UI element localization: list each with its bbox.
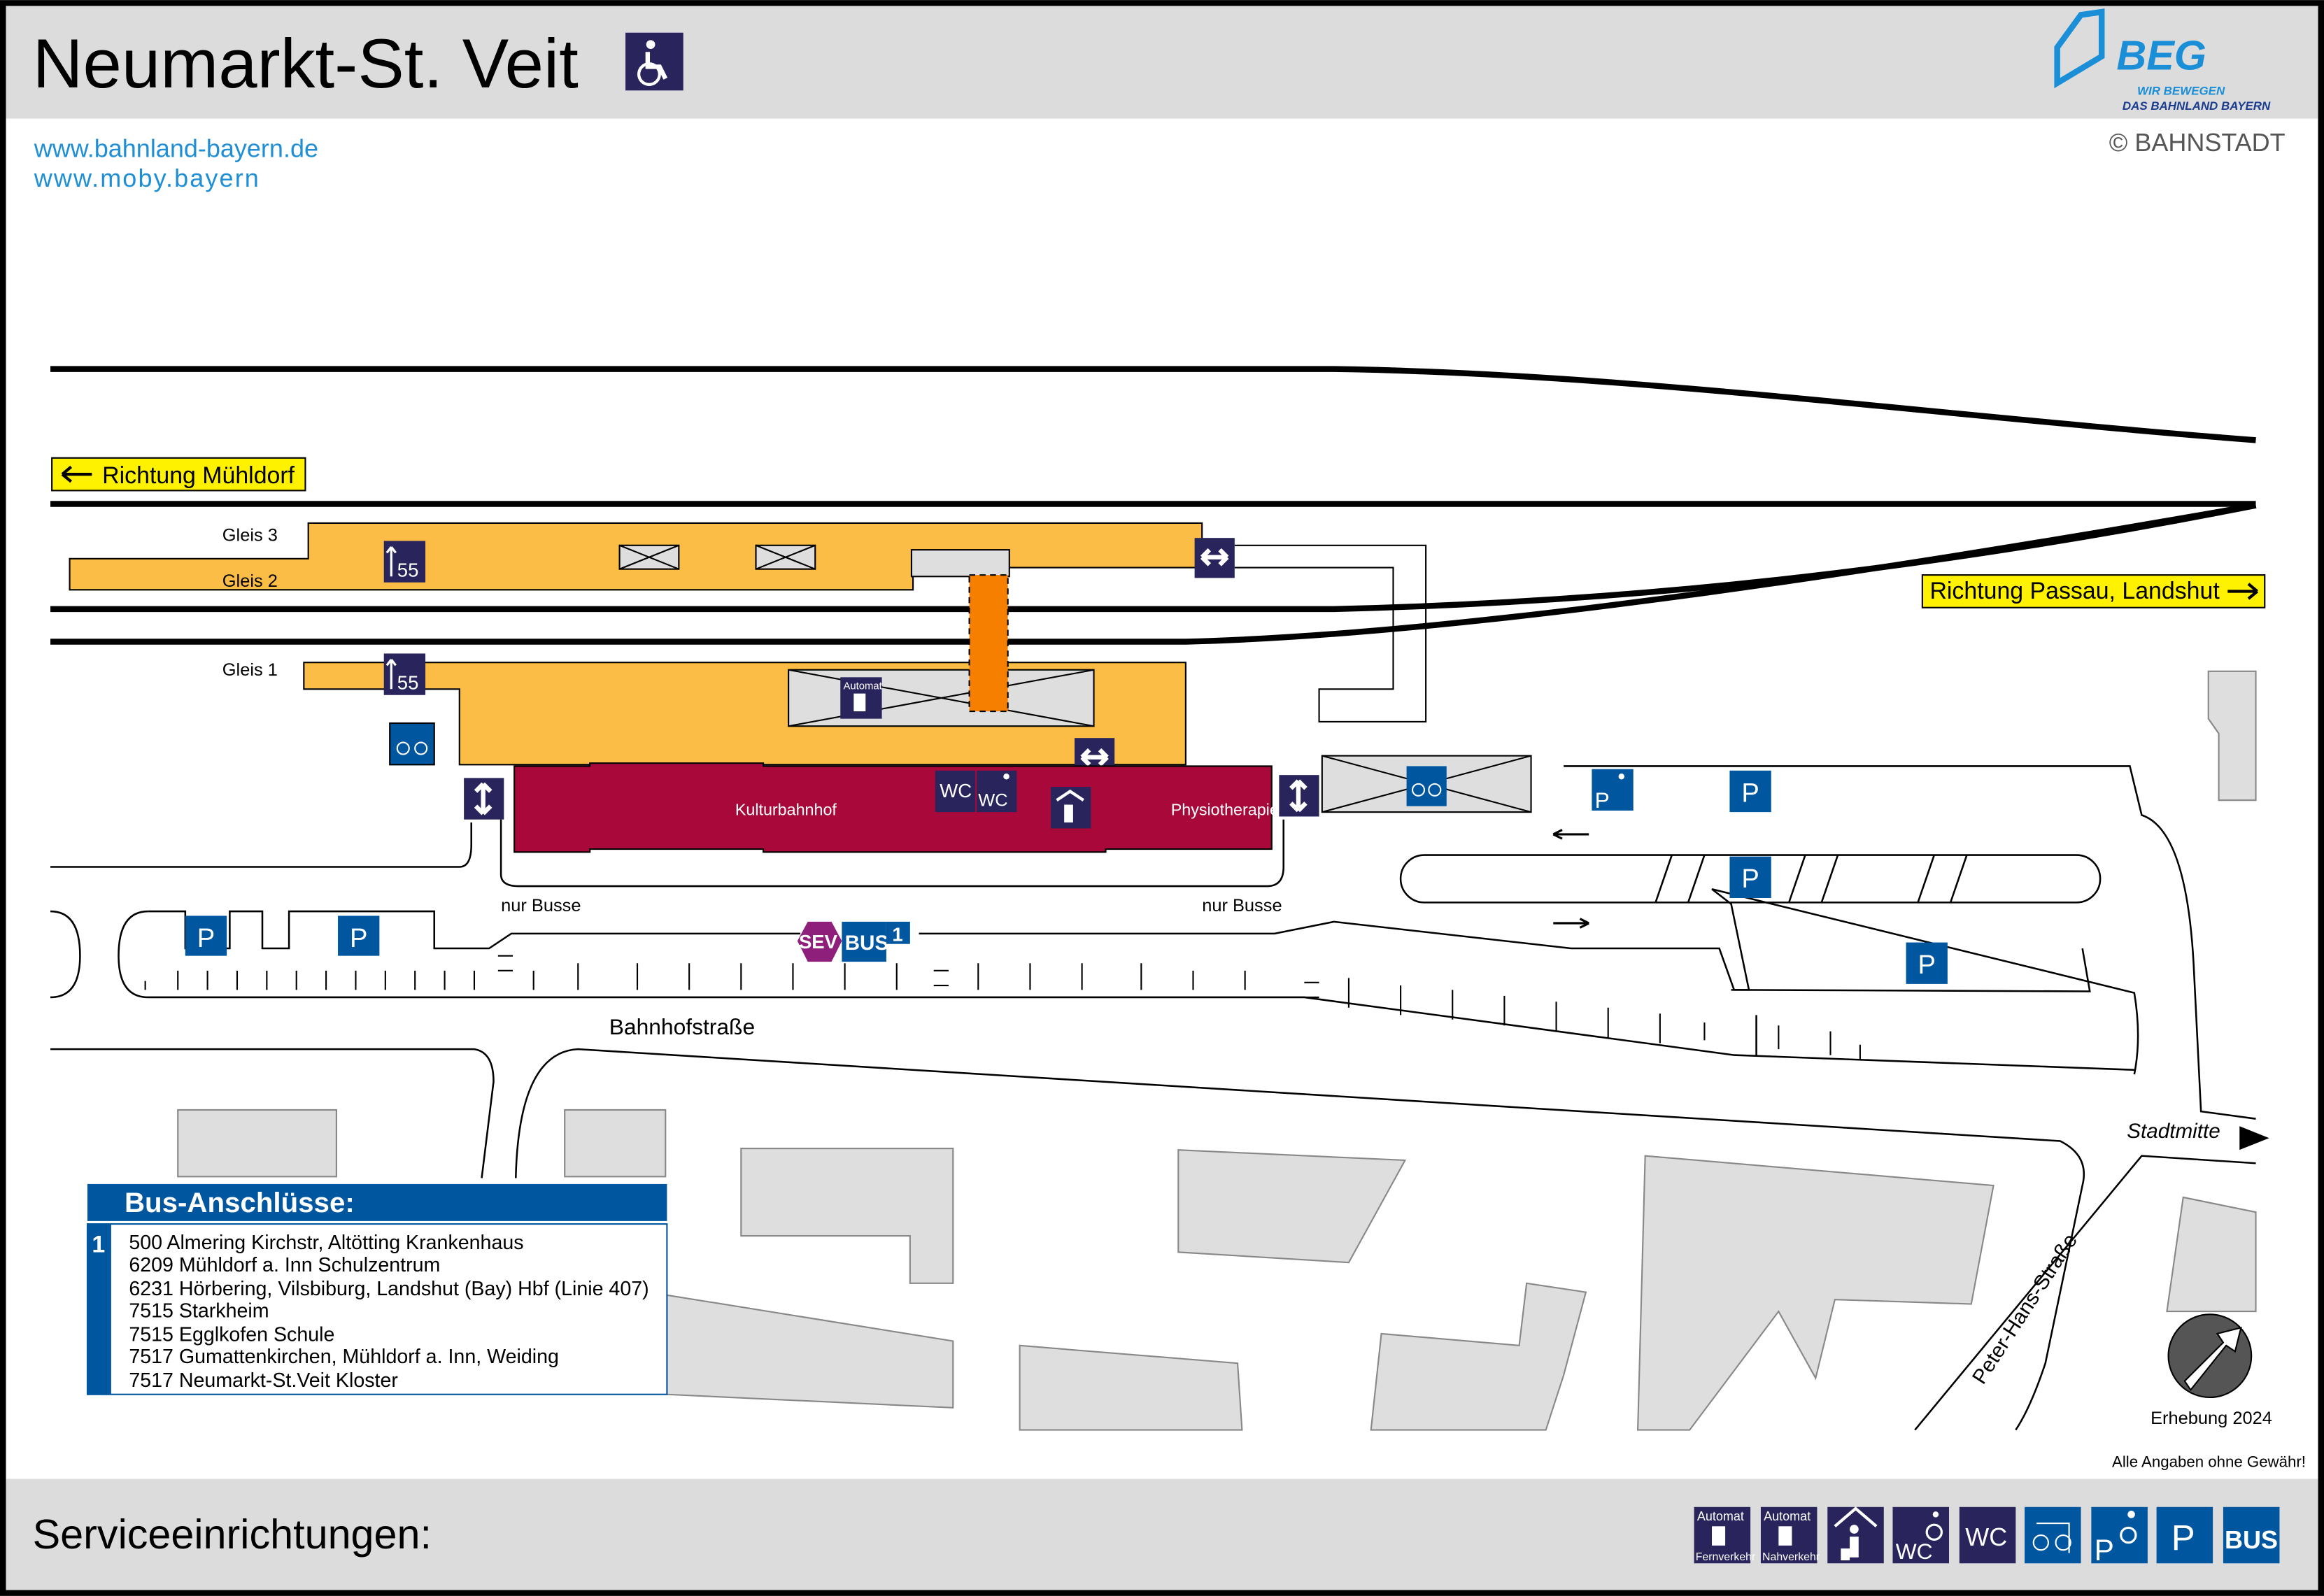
legend-label: Fernverkehr	[1696, 1551, 1756, 1563]
parking-label: P	[197, 923, 215, 953]
header-band	[6, 6, 2318, 119]
wc-label: WC	[978, 791, 1007, 811]
bus-panel-title: Bus-Anschlüsse:	[125, 1187, 355, 1218]
logo-tagline: DAS BAHNLAND BAYERN	[2123, 99, 2271, 113]
bus-only-label: nur Busse	[1202, 896, 1282, 915]
legend-label: Automat	[1697, 1509, 1744, 1523]
legend-bike-parking-icon	[2025, 1506, 2081, 1564]
bus-route: 7515 Egglkofen Schule	[129, 1323, 334, 1346]
roads	[50, 765, 2256, 1431]
parking-label: P	[1741, 864, 1759, 894]
wc-label: WC	[940, 780, 972, 801]
ramp	[1234, 544, 1427, 722]
wheelchair-icon	[625, 32, 683, 91]
bus-route: 7517 Neumarkt-St.Veit Kloster	[129, 1369, 398, 1392]
physiotherapie-label: Physiotherapie	[1171, 800, 1279, 818]
waiting-room-icon	[1051, 787, 1091, 829]
link-moby[interactable]: www.moby.bayern	[34, 164, 260, 192]
disabled-parking-icon: P	[1592, 769, 1634, 813]
legend-label: Automat	[1764, 1509, 1811, 1523]
stadtmitte-arrow-icon	[2239, 1126, 2269, 1150]
bus-line-label: 1	[892, 923, 902, 945]
street-bahnhofstrasse: Bahnhofstraße	[609, 1014, 755, 1039]
bus-route: 6209 Mühldorf a. Inn Schulzentrum	[129, 1254, 440, 1276]
north-arrow-icon	[2167, 1313, 2253, 1399]
bus-route: 6231 Hörbering, Vilsbiburg, Landshut (Ba…	[129, 1278, 649, 1300]
bus-panel-line: 1	[92, 1231, 105, 1257]
gleis-3-label: Gleis 3	[222, 525, 278, 545]
parking-stall-marks	[144, 963, 1861, 1060]
passage-icon	[1194, 538, 1235, 578]
ticket-machine-icon: Automat	[840, 677, 883, 719]
platform-height-value: 55	[397, 671, 419, 693]
direction-east-label: Richtung Passau, Landshut	[1929, 578, 2220, 604]
parking-icon: P	[185, 915, 227, 956]
parking-label: P	[1595, 788, 1610, 813]
beg-logo: BEG WIR BEWEGEN DAS BAHNLAND BAYERN	[2054, 8, 2271, 113]
logo-text: BEG	[2116, 32, 2206, 79]
bus-route: 500 Almering Kirchstr, Altötting Kranken…	[129, 1232, 523, 1254]
parking-label: P	[350, 923, 367, 953]
legend-ticket-fernverkehr-icon: Automat Fernverkehr	[1694, 1506, 1756, 1564]
legend-accessible-wc-icon: WC	[1892, 1506, 1949, 1564]
lift-icon	[1279, 775, 1319, 817]
stadtmitte-label: Stadtmitte	[2127, 1120, 2220, 1143]
pedestrian-bridge	[968, 574, 1009, 713]
platform-height-value: 55	[397, 559, 419, 580]
bike-parking-icon	[1406, 766, 1447, 806]
surrounding-buildings	[177, 670, 2257, 1431]
parking-icon: P	[338, 915, 380, 956]
services-title: Serviceeinrichtungen:	[33, 1511, 432, 1558]
kulturbahnhof-label: Kulturbahnhof	[735, 800, 837, 818]
bike-parking-icon	[389, 722, 435, 766]
pedestrian-crossings	[497, 955, 1319, 999]
gleis-1-label: Gleis 1	[222, 660, 278, 680]
platform-height-icon: 55	[383, 653, 426, 695]
bus-route: 7515 Starkheim	[129, 1300, 269, 1323]
legend-label: WC	[1896, 1539, 1933, 1564]
parking-icon: P	[1729, 856, 1771, 899]
legend-label: BUS	[2225, 1525, 2278, 1554]
bus-label: BUS	[845, 932, 889, 955]
legend-ticket-nahverkehr-icon: Automat Nahverkehr	[1760, 1506, 1820, 1564]
disclaimer: Alle Angaben ohne Gewähr!	[2112, 1453, 2306, 1471]
direction-west: Richtung Mühldorf	[51, 457, 306, 492]
station-title: Neumarkt-St. Veit	[33, 25, 579, 103]
platform-height-icon: 55	[383, 541, 426, 583]
parking-label: P	[1741, 778, 1759, 808]
bus-stop: SEV BUS 1	[797, 921, 910, 962]
bus-route: 7517 Gumattenkirchen, Mühldorf a. Inn, W…	[129, 1346, 559, 1368]
lift-icon	[464, 778, 504, 820]
bus-connections-panel: Bus-Anschlüsse: 1 500 Almering Kirchstr,…	[86, 1183, 668, 1395]
parking-icon: P	[1906, 942, 1948, 984]
legend-bus-icon: BUS	[2223, 1506, 2280, 1564]
legend-waiting-room-icon	[1827, 1506, 1884, 1564]
legend-label: P	[2171, 1518, 2195, 1558]
copyright: © BAHNSTADT	[2109, 128, 2286, 157]
automat-label: Automat	[843, 681, 882, 692]
legend-label: WC	[1965, 1523, 2007, 1551]
traffic-arrows	[1552, 829, 1589, 929]
legend-parking-icon: P	[2156, 1506, 2213, 1564]
shelters	[618, 544, 1095, 727]
direction-west-label: Richtung Mühldorf	[102, 462, 295, 489]
legend-wc-icon: WC	[1959, 1506, 2016, 1564]
gleis-2-label: Gleis 2	[222, 571, 278, 591]
legend-disabled-parking-icon: P	[2091, 1506, 2148, 1567]
station-building	[513, 762, 1273, 853]
survey-year: Erhebung 2024	[2151, 1409, 2272, 1428]
parking-label: P	[1918, 950, 1935, 980]
accessible-wc-icon: WC	[977, 770, 1017, 813]
link-bahnland[interactable]: www.bahnland-bayern.de	[34, 134, 318, 163]
logo-tagline: WIR BEWEGEN	[2137, 85, 2225, 98]
legend-label: P	[2095, 1534, 2114, 1567]
wc-icon: WC	[935, 770, 976, 813]
bus-only-label: nur Busse	[501, 896, 581, 915]
direction-east: Richtung Passau, Landshut	[1921, 574, 2266, 608]
legend-label: Nahverkehr	[1762, 1551, 1820, 1563]
parking-icon: P	[1729, 770, 1771, 813]
tracks	[50, 366, 2257, 645]
sev-label: SEV	[799, 931, 838, 953]
